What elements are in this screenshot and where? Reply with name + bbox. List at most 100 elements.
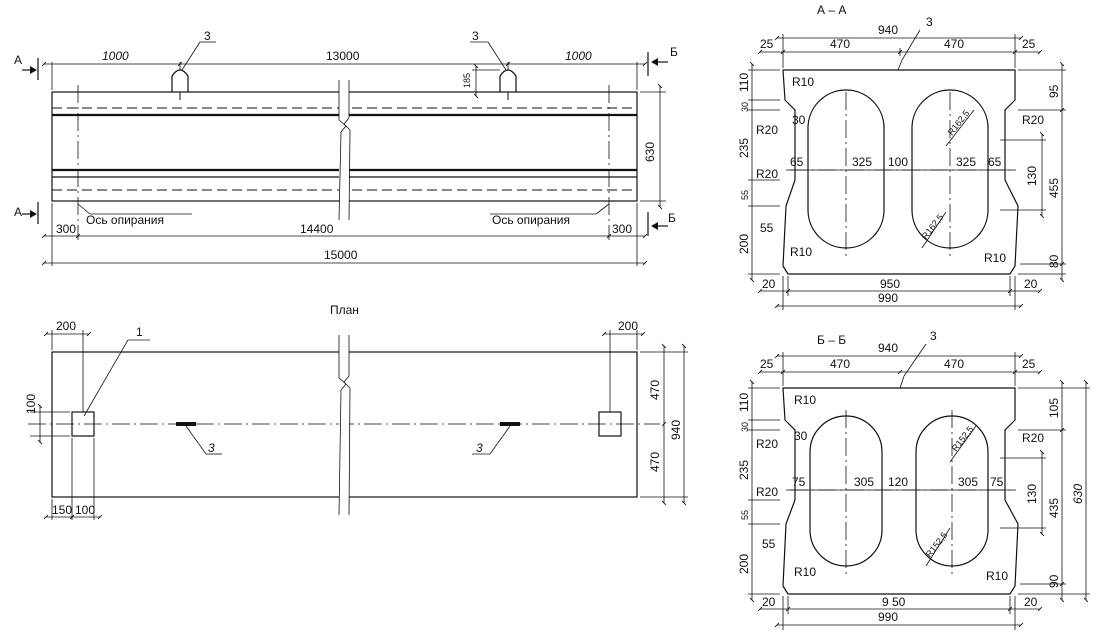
- bb-dim-top-right: 470: [944, 357, 964, 371]
- bb-inner-left-5: 55: [762, 537, 776, 551]
- section-mark-a-bottom: А: [14, 205, 22, 219]
- section-mark-b-top: Б: [670, 45, 678, 59]
- section-bb: Б – Б 940 25 470 470 25 3 110 30 235 55: [737, 329, 1090, 630]
- support-axis-label-left: Ось опирания: [86, 213, 164, 227]
- section-bb-void-right: [915, 415, 989, 567]
- bb-right-dim-2: 435: [1047, 498, 1061, 518]
- plan-view: План 1 3 3 200 200 100: [24, 303, 688, 520]
- section-bb-void-left: [809, 415, 883, 567]
- bb-mid-dim-4: 305: [958, 475, 978, 489]
- lifting-loop-right: [499, 69, 517, 92]
- bb-left-dim-5: 200: [737, 554, 751, 574]
- plan-dim-width: 940: [669, 420, 683, 440]
- bb-inner-left-3: 30: [794, 429, 808, 443]
- bb-mid-dim-3: 120: [888, 475, 908, 489]
- section-mark-a-top: А: [14, 53, 22, 67]
- aa-inner-left-3: 30: [792, 113, 806, 127]
- bb-dim-top-total: 940: [878, 341, 898, 355]
- aa-mid-dim-4: 325: [956, 155, 976, 169]
- elevation-view: Ось опирания Ось опирания 1000 13000 100…: [14, 29, 678, 266]
- callout-1: 1: [136, 325, 143, 339]
- bb-dim-corner-l: 25: [760, 357, 774, 371]
- aa-left-dim-4: 55: [740, 190, 750, 200]
- bb-dim-bottom-l: 20: [762, 595, 776, 609]
- bb-left-dim-2: 30: [740, 422, 750, 432]
- aa-dim-bottom-total: 990: [878, 291, 898, 305]
- dim-mid-span: 13000: [326, 49, 360, 63]
- section-aa: А – А 940 25 470 470 25 3 110 30: [737, 3, 1066, 310]
- aa-dim-bottom-inner: 950: [880, 277, 900, 291]
- bb-dim-corner-r: 25: [1022, 357, 1036, 371]
- plan-dim-right-edge: 200: [618, 319, 638, 333]
- aa-mid-dim-5: 65: [988, 155, 1002, 169]
- plan-dim-left-edge: 200: [56, 319, 76, 333]
- dim-right-offset: 300: [612, 222, 632, 236]
- callout-loop-right: 3: [472, 29, 479, 43]
- aa-inner-right-2: 130: [1025, 166, 1039, 186]
- section-mark-b-bottom: Б: [668, 211, 676, 225]
- dim-right-end: 1000: [565, 49, 592, 63]
- bb-radius-bottom: R152,5: [924, 530, 950, 559]
- aa-left-dim-3: 235: [737, 138, 751, 158]
- dim-loop-height: 185: [462, 73, 472, 88]
- plan-callout-3-right: 3: [476, 441, 483, 455]
- bb-dim-bottom-inner: 9 50: [882, 595, 906, 609]
- aa-left-dim-5: 200: [737, 234, 751, 254]
- aa-callout: 3: [926, 15, 933, 29]
- dim-left-offset: 300: [56, 222, 76, 236]
- plan-title: План: [330, 303, 359, 317]
- bb-right-dim-3: 90: [1047, 574, 1061, 588]
- bb-right-dim-1: 105: [1047, 398, 1061, 418]
- support-axis-label-right: Ось опирания: [492, 213, 570, 227]
- plan-callout-3-left: 3: [208, 441, 215, 455]
- section-aa-outline: [782, 69, 1019, 275]
- bb-inner-right-2: 130: [1025, 484, 1039, 504]
- aa-inner-right-3: R10: [984, 251, 1006, 265]
- bb-inner-right-3: R10: [986, 569, 1008, 583]
- bb-inner-right-1: R20: [1022, 431, 1044, 445]
- bb-dim-top-left: 470: [830, 357, 850, 371]
- aa-left-dim-1: 110: [737, 73, 751, 92]
- section-aa-void-right: [911, 89, 989, 249]
- bb-dim-bottom-total: 990: [878, 610, 898, 624]
- aa-mid-dim-2: 325: [852, 155, 872, 169]
- aa-radius-top: R162,5: [946, 108, 972, 137]
- aa-inner-left-2: R20: [756, 123, 778, 137]
- dim-total-length: 15000: [324, 248, 358, 262]
- section-bb-outline: [782, 387, 1019, 595]
- aa-dim-bottom-r: 20: [1024, 277, 1038, 291]
- plan-dim-half-bottom: 470: [648, 452, 662, 472]
- aa-right-dim-2: 455: [1047, 178, 1061, 198]
- aa-mid-dim-1: 65: [790, 155, 804, 169]
- aa-inner-left-6: R10: [790, 245, 812, 259]
- aa-mid-dim-3: 100: [888, 155, 908, 169]
- aa-right-dim-3: 80: [1047, 254, 1061, 268]
- bb-inner-left-6: R10: [794, 565, 816, 579]
- aa-right-dim-1: 95: [1047, 84, 1061, 98]
- bb-left-dim-3: 235: [737, 460, 751, 480]
- plan-dim-bottom-b: 100: [75, 503, 95, 517]
- bb-left-dim-4: 55: [740, 510, 750, 520]
- bb-mid-dim-2: 305: [854, 475, 874, 489]
- bb-radius-top: R152,5: [950, 424, 976, 453]
- bb-mid-dim-1: 75: [792, 475, 806, 489]
- aa-left-dim-2: 30: [740, 102, 750, 112]
- dim-support-span: 14400: [300, 222, 334, 236]
- aa-dim-top-right: 470: [944, 37, 964, 51]
- bb-inner-left-4: R20: [756, 485, 778, 499]
- section-aa-title: А – А: [817, 3, 846, 17]
- dim-left-end: 1000: [102, 49, 129, 63]
- aa-dim-corner-l: 25: [760, 37, 774, 51]
- aa-inner-left-5: 55: [760, 221, 774, 235]
- bb-right-height: 630: [1071, 484, 1085, 504]
- aa-inner-left-4: R20: [756, 167, 778, 181]
- aa-dim-top-total: 940: [878, 23, 898, 37]
- dim-beam-height: 630: [643, 142, 657, 162]
- aa-radius-bottom: R162,5: [920, 212, 946, 241]
- aa-inner-left-1: R10: [792, 75, 814, 89]
- plan-dim-bottom-a: 150: [52, 503, 72, 517]
- break-line-right: [343, 80, 351, 221]
- aa-inner-right-1: R20: [1022, 113, 1044, 127]
